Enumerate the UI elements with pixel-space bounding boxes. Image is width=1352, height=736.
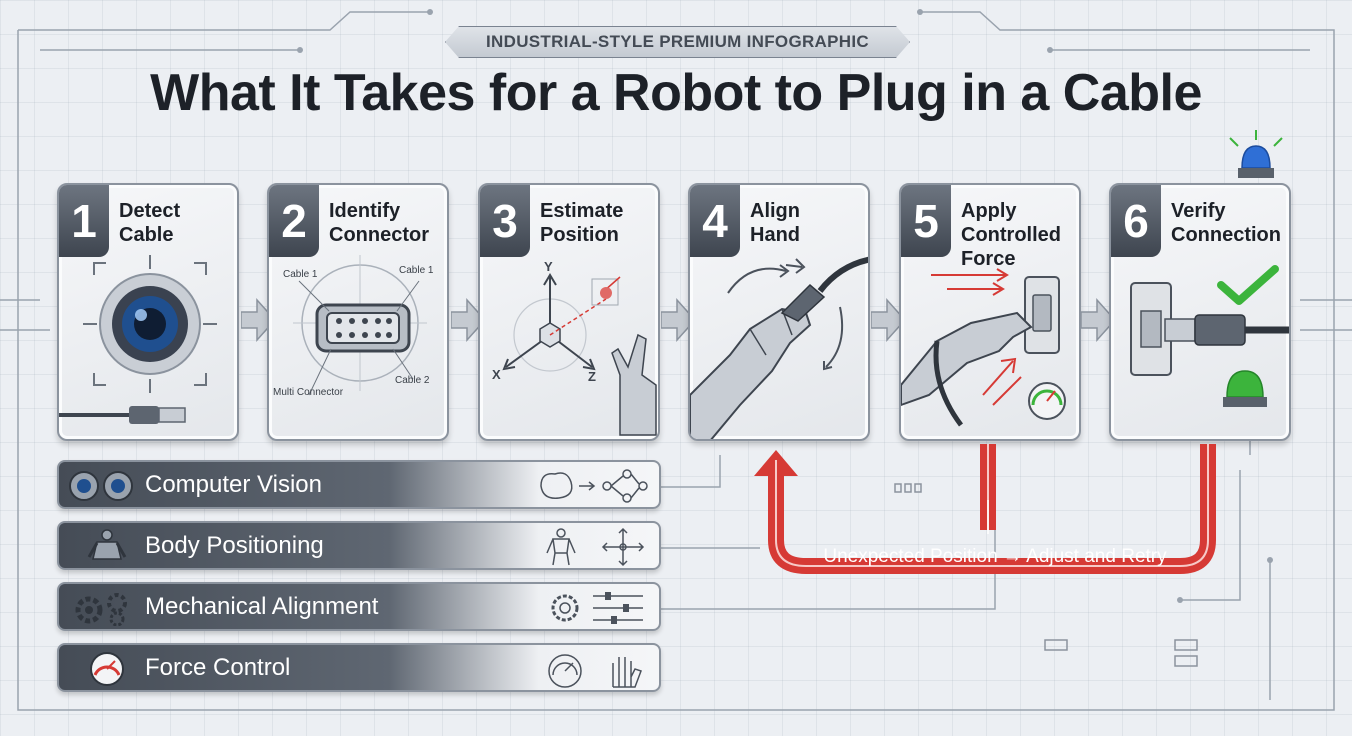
step-card-detect-cable: 1 Detect Cable	[57, 183, 239, 441]
flow-arrow-icon	[1081, 298, 1115, 342]
step-label-line: Connector	[329, 224, 429, 246]
capability-bar-mechanical-alignment: Mechanical Alignment	[57, 582, 661, 631]
step-label: Align Hand	[750, 199, 864, 247]
eyes-icon	[69, 471, 133, 501]
axis-label-z: Z	[588, 369, 596, 384]
connector-label-cable-2: Cable 2	[395, 375, 430, 386]
page-title: What It Takes for a Robot to Plug in a C…	[150, 64, 1202, 122]
step-card-estimate-position: 3 Estimate Position Y X Z	[478, 183, 660, 441]
gears-icon	[75, 593, 127, 626]
step-label-line: Estimate	[540, 200, 624, 222]
xyz-axes-diagram	[502, 273, 657, 436]
capability-bar-body-positioning: Body Positioning	[57, 521, 661, 570]
flow-arrow-icon	[661, 298, 695, 342]
step-label: Detect Cable	[119, 199, 233, 247]
step-label-line: Controlled	[961, 224, 1061, 246]
step-number: 3	[480, 185, 530, 257]
connector-label-cable-1: Cable 1	[283, 269, 318, 280]
capability-label: Force Control	[145, 654, 291, 681]
step-label: Apply Controlled Force	[961, 199, 1075, 271]
axis-label-x: X	[492, 367, 501, 382]
body-move-icon	[546, 527, 645, 567]
retry-loop-label: Unexpected Position → Adjust and Retry	[823, 546, 1167, 567]
retry-loop-arrow	[754, 444, 1216, 574]
step-label-line: Cable	[119, 224, 174, 246]
flow-arrow-icon	[241, 298, 275, 342]
connection-verified-icon	[1130, 265, 1289, 407]
step-label-line: Connection	[1171, 224, 1281, 246]
step-number: 2	[269, 185, 319, 257]
connector-diagram	[293, 255, 427, 396]
robot-hand-align-icon	[690, 256, 868, 439]
step-label: Identify Connector	[329, 199, 443, 247]
step-number: 5	[901, 185, 951, 257]
gear-sliders-icon	[551, 592, 643, 624]
camera-lens-icon	[59, 255, 217, 424]
step-label-line: Hand	[750, 224, 800, 246]
step-label-line: Verify	[1171, 200, 1226, 222]
connector-label-cable-1-right: Cable 1	[399, 265, 434, 276]
capability-bar-computer-vision: Computer Vision	[57, 460, 661, 509]
step-label: Verify Connection	[1171, 199, 1285, 247]
flow-arrow-icon	[871, 298, 905, 342]
step-card-align-hand: 4 Align Hand	[688, 183, 870, 441]
step-number: 1	[59, 185, 109, 257]
step-label-line: Identify	[329, 200, 401, 222]
capability-label: Computer Vision	[145, 471, 322, 498]
step-number: 4	[690, 185, 740, 257]
gauge-hand-icon	[548, 654, 642, 688]
step-label-line: Apply	[961, 200, 1017, 222]
robot-body-icon	[87, 529, 127, 560]
flow-arrow-icon	[451, 298, 485, 342]
step-number: 6	[1111, 185, 1161, 257]
step-card-identify-connector: 2 Identify Connector Cable 1 Cable 1 Mul…	[267, 183, 449, 441]
capability-label: Mechanical Alignment	[145, 593, 379, 620]
axis-label-y: Y	[544, 259, 553, 274]
step-card-verify-connection: 6 Verify Connection	[1109, 183, 1291, 441]
capability-bar-force-control: Force Control	[57, 643, 661, 692]
step-label-line: Force	[961, 248, 1016, 270]
gauge-icon	[90, 652, 124, 686]
connector-label-multi-connector: Multi Connector	[273, 387, 344, 398]
capability-label: Body Positioning	[145, 532, 324, 559]
step-label-line: Align	[750, 200, 800, 222]
step-card-apply-controlled-force: 5 Apply Controlled Force	[899, 183, 1081, 441]
step-label-line: Detect	[119, 200, 181, 222]
subtitle-badge: INDUSTRIAL-STYLE PREMIUM INFOGRAPHIC	[445, 26, 910, 58]
robot-hand-force-icon	[901, 268, 1066, 427]
brain-network-icon	[540, 469, 648, 503]
step-label-line: Position	[540, 224, 619, 246]
step-label: Estimate Position	[540, 199, 654, 247]
